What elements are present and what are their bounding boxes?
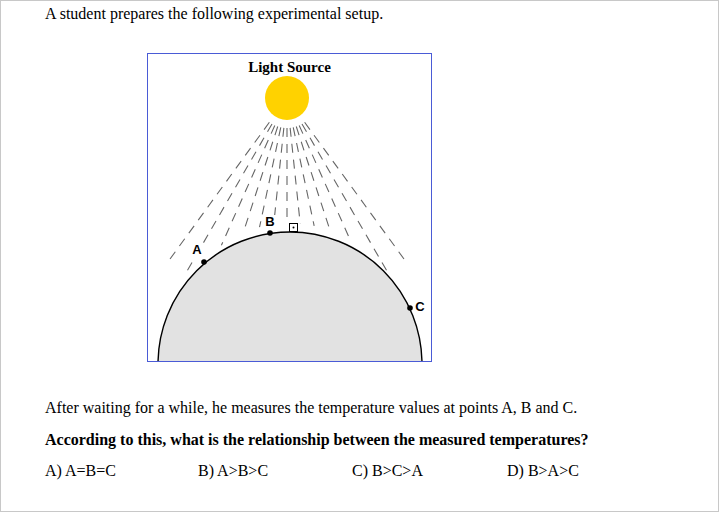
- intro-text: A student prepares the following experim…: [45, 5, 383, 23]
- setup-frame: Light Source: [147, 53, 432, 362]
- hemisphere: [158, 232, 422, 361]
- light-ray: [274, 128, 284, 224]
- point-label: B: [264, 215, 275, 229]
- answer-option: C) B>C>A: [352, 462, 423, 480]
- point-label: A: [191, 243, 202, 257]
- light-ray: [296, 127, 330, 231]
- light-ray: [290, 128, 300, 224]
- answer-option: A) A=B=C: [45, 462, 116, 480]
- right-angle-dot: [293, 227, 295, 229]
- question-text: After waiting for a while, he measures t…: [45, 399, 577, 417]
- light-ray: [286, 128, 287, 223]
- light-ray: [293, 127, 314, 225]
- light-source-label: Light Source: [148, 54, 431, 76]
- answer-option: D) B>A>C: [507, 462, 579, 480]
- light-ray: [260, 127, 281, 227]
- light-ray: [221, 125, 274, 245]
- question-prompt: According to this, what is the relations…: [45, 431, 589, 449]
- answer-option: B) A>B>C: [198, 462, 268, 480]
- point-label: C: [414, 300, 425, 314]
- point-dot: [267, 230, 273, 236]
- right-angle-mark: [290, 224, 298, 232]
- point-dot: [407, 305, 413, 311]
- light-ray: [243, 127, 278, 234]
- sun-disc: [265, 76, 309, 120]
- light-ray: [299, 125, 350, 240]
- point-dot: [201, 259, 207, 265]
